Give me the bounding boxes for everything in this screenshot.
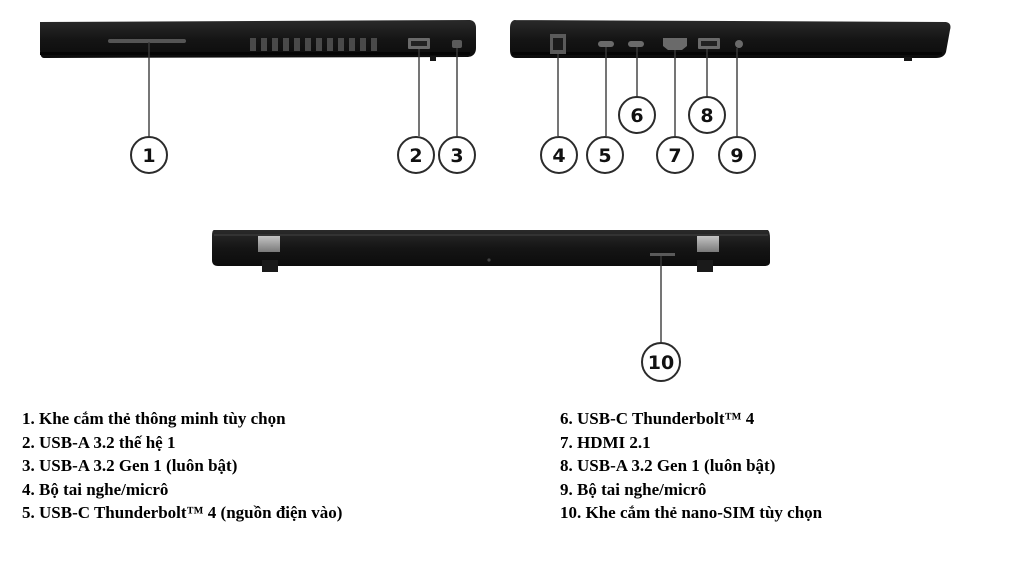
callout-7: 7 (656, 136, 694, 174)
svg-text:4: 4 (552, 145, 565, 167)
legend-item: 3. USB-A 3.2 Gen 1 (luôn bật) (22, 456, 238, 475)
laptop-back-view (212, 230, 770, 272)
ethernet-port (550, 34, 566, 54)
callout-1: 1 (130, 136, 168, 174)
callout-8: 8 (688, 96, 726, 134)
laptop-ports-diagram: 1 2 3 4 5 6 7 8 9 10 (40, 20, 951, 382)
svg-text:5: 5 (598, 145, 611, 167)
hinge-right (697, 236, 719, 252)
legend-item: 9. Bộ tai nghe/micrô (560, 479, 707, 499)
legend-item: 8. USB-A 3.2 Gen 1 (luôn bật) (560, 456, 776, 475)
callout-6: 6 (618, 96, 656, 134)
callout-9: 9 (718, 136, 756, 174)
legend-item: 6. USB-C Thunderbolt™ 4 (560, 409, 755, 428)
nano-sim-slot (650, 253, 675, 256)
callout-4: 4 (540, 136, 578, 174)
callout-3: 3 (438, 136, 476, 174)
callout-2: 2 (397, 136, 435, 174)
laptop-right-side-view (510, 20, 951, 61)
usb-c-port-2 (628, 41, 644, 47)
leader-lines (148, 42, 738, 343)
legend-item: 1. Khe cắm thẻ thông minh tùy chọn (22, 409, 286, 428)
usb-c-port-1 (598, 41, 614, 47)
hinge-left (258, 236, 280, 252)
legend-item: 5. USB-C Thunderbolt™ 4 (nguồn điện vào) (22, 503, 343, 522)
security-lock-slot (452, 40, 462, 48)
hdmi-port (663, 38, 687, 50)
svg-text:10: 10 (648, 352, 674, 374)
audio-jack (735, 40, 743, 48)
legend-item: 7. HDMI 2.1 (560, 432, 651, 452)
svg-text:2: 2 (409, 145, 422, 167)
callout-5: 5 (586, 136, 624, 174)
laptop-left-side-view (40, 20, 476, 61)
legend-item: 4. Bộ tai nghe/micrô (22, 479, 169, 499)
svg-text:9: 9 (730, 145, 743, 167)
svg-text:1: 1 (142, 145, 155, 167)
legend-right: 6. USB-C Thunderbolt™ 4 7. HDMI 2.1 8. U… (560, 407, 822, 525)
svg-text:7: 7 (668, 145, 681, 167)
svg-text:3: 3 (450, 145, 463, 167)
legend-item: 2. USB-A 3.2 thế hệ 1 (22, 432, 176, 452)
legend-left: 1. Khe cắm thẻ thông minh tùy chọn 2. US… (22, 407, 342, 525)
svg-text:6: 6 (630, 105, 643, 127)
vent-grille (250, 38, 377, 51)
callout-10: 10 (641, 342, 681, 382)
legend-item: 10. Khe cắm thẻ nano-SIM tùy chọn (560, 503, 823, 522)
svg-text:8: 8 (700, 105, 713, 127)
smart-card-slot (108, 39, 186, 43)
